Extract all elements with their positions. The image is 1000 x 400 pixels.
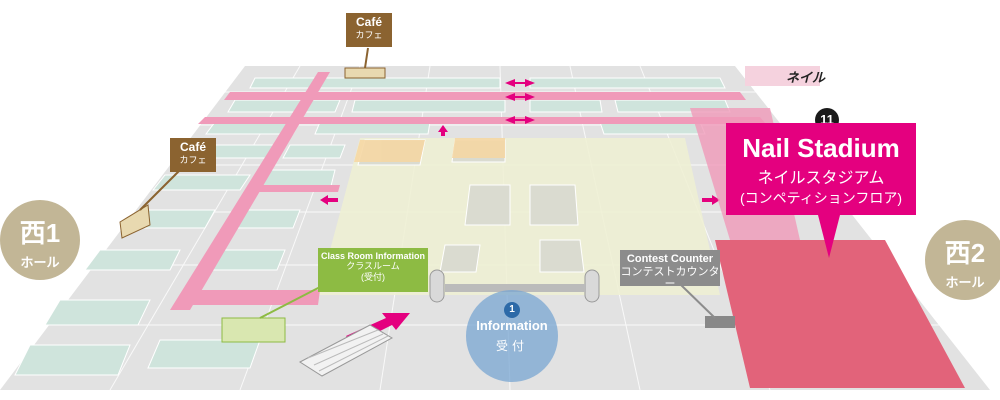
nail-logo-sign [745,66,820,86]
information-desk [445,284,585,292]
orange-booths [354,138,505,162]
class-room-sub: クラスルーム [346,261,400,272]
walkways [170,72,766,310]
class-room-note: (受付) [361,271,385,282]
cafe-top-label: Café カフェ [346,13,392,47]
cafe-counter-left [119,204,151,239]
west1-hall-badge: 西1 ホール [0,200,80,280]
cafe-top-title: Café [355,15,382,29]
west1-hall-label: ホール [20,255,60,270]
contest-counter-title: Contest Counter [626,253,714,265]
information-marker: 1 Information 受付 [466,290,558,382]
west2-hall-number: 西2 [944,238,986,268]
west2-hall-label: ホール [945,275,985,290]
stair-steps [307,329,389,372]
class-room-title: Class Room Information [320,251,425,261]
nail-stadium-floor [715,240,965,388]
cafe-top-sub: カフェ [355,29,383,40]
cafe-left-title: Café [179,140,206,154]
nail-stadium-sub: ネイルスタジアム [757,170,885,187]
contest-counter-desk [705,316,735,328]
information-number-badge: 1 [504,302,520,318]
cafe-left-sub: カフェ [179,154,207,165]
west1-hall-number: 西1 [19,218,61,248]
contest-counter-label: Contest Counter コンテストカウンター [620,250,720,290]
contest-counter-sub: コンテストカウンター [620,265,720,291]
nail-stadium-note: (コンペティションフロア) [739,190,903,206]
nail-logo: ネイル [786,70,826,85]
leader-lines [139,47,716,319]
nail-stadium-label: Nail Stadium ネイルスタジアム (コンペティションフロア) [726,123,916,215]
cafe-left-label: Café カフェ [170,138,216,172]
information-title: Information [476,318,548,333]
class-room-counter [221,317,286,343]
nail-stadium-pointer [818,215,840,258]
class-room-label: Class Room Information クラスルーム (受付) [318,248,428,292]
nail-stadium-title: Nail Stadium [742,133,900,163]
cafe-counter-top [344,67,386,79]
information-sub: 受付 [495,339,528,353]
west2-hall-badge: 西2 ホール [925,220,1000,300]
